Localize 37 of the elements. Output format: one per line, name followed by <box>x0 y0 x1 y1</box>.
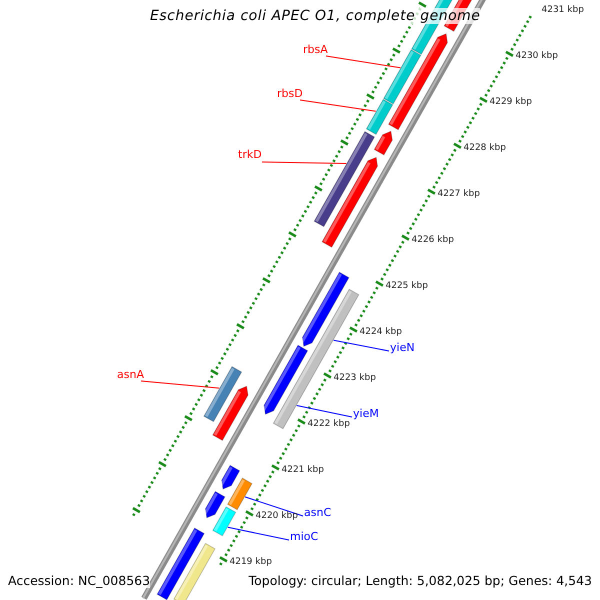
scale-label: 4226 kbp <box>412 235 454 246</box>
gene-feature <box>383 49 422 104</box>
scale-label: 4224 kbp <box>360 327 402 338</box>
gene-feature <box>227 478 253 510</box>
leader-line <box>300 100 376 112</box>
gene-label: mioC <box>290 531 318 544</box>
scale-label: 4229 kbp <box>490 97 532 108</box>
scale-label: 4230 kbp <box>516 51 558 62</box>
gene-feature <box>366 98 394 135</box>
gene-label: yieN <box>390 342 415 355</box>
gene-label: asnC <box>304 507 332 520</box>
accession-text: Accession: NC_008563 <box>8 574 150 588</box>
scale-label: 4221 kbp <box>282 464 324 476</box>
leader-line <box>244 496 304 516</box>
scale-label: 4223 kbp <box>334 373 376 384</box>
leader-line <box>140 380 220 389</box>
leader-line <box>326 56 401 68</box>
scale-label: 4228 kbp <box>464 143 506 154</box>
gene-feature <box>314 131 376 228</box>
scale-label: 4222 kbp <box>308 418 350 430</box>
gene-feature <box>203 366 242 422</box>
gene-label: rbsD <box>277 88 303 101</box>
gene-label: rbsA <box>303 44 328 57</box>
leader-line <box>262 162 347 164</box>
leader-line <box>227 526 290 540</box>
leader-line <box>333 340 390 352</box>
gene-feature <box>212 506 236 536</box>
scale-label: 4220 kbp <box>256 510 298 522</box>
scale-label: 4225 kbp <box>386 281 428 292</box>
genome-stats-text: Topology: circular; Length: 5,082,025 bp; Genes: 4,543 <box>248 574 592 588</box>
scale-label: 4227 kbp <box>438 189 480 200</box>
leader-line <box>296 405 352 418</box>
scale-label: 4219 kbp <box>230 556 272 568</box>
scale-label: 4231 kbp <box>542 5 584 16</box>
gene-label: yieM <box>353 408 379 421</box>
gene-label: trkD <box>238 149 262 162</box>
gene-label: asnA <box>117 369 144 382</box>
